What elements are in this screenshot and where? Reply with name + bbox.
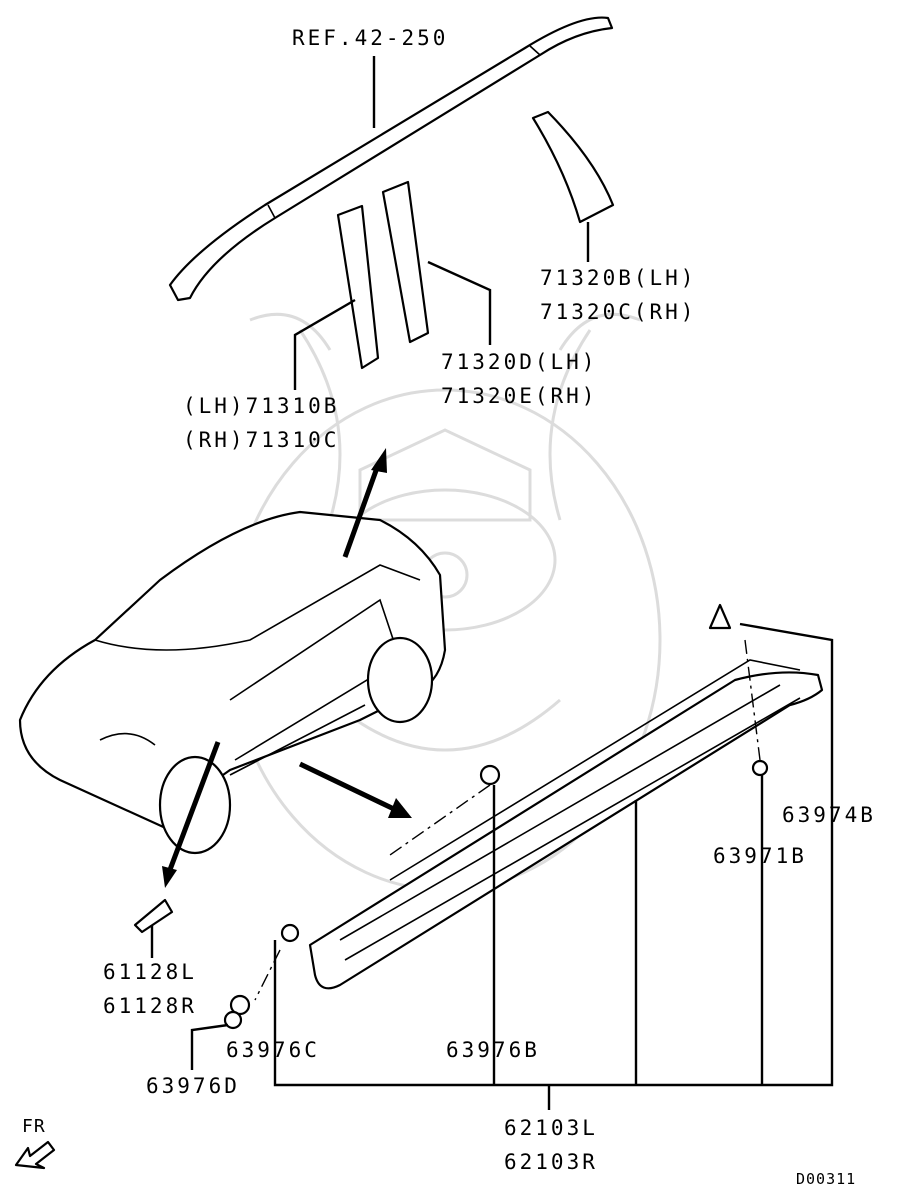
- pillar-garnish-71320D: [381, 180, 430, 344]
- direction-label: FR: [22, 1116, 46, 1137]
- pillar-garnish-71310: [336, 204, 380, 370]
- label-63976D: 63976D: [146, 1074, 240, 1098]
- front-direction-arrow-icon: [14, 1140, 56, 1170]
- label-71320E: 71320E(RH): [441, 384, 598, 408]
- label-71320C: 71320C(RH): [540, 300, 697, 324]
- label-62103L: 62103L: [504, 1116, 598, 1140]
- label-63971B: 63971B: [713, 844, 807, 868]
- roof-rail: [168, 16, 614, 302]
- label-62103R: 62103R: [504, 1150, 598, 1174]
- leader-lines: [150, 56, 834, 1110]
- label-63974B: 63974B: [782, 803, 876, 827]
- label-71320D: 71320D(LH): [441, 350, 598, 374]
- label-ref: REF.42-250: [292, 26, 449, 50]
- pointer-arrows: [162, 448, 412, 888]
- label-63976C: 63976C: [226, 1038, 320, 1062]
- clips: [133, 603, 769, 1030]
- label-61128L: 61128L: [103, 960, 197, 984]
- label-71320B: 71320B(LH): [540, 266, 697, 290]
- label-71310B: (LH)71310B: [183, 394, 340, 418]
- label-71310C: (RH)71310C: [183, 428, 340, 452]
- side-sill-garnish: [308, 659, 824, 990]
- label-63976B: 63976B: [446, 1038, 540, 1062]
- document-code: D00311: [796, 1170, 857, 1188]
- pillar-71320B: [531, 110, 615, 224]
- label-61128R: 61128R: [103, 994, 197, 1018]
